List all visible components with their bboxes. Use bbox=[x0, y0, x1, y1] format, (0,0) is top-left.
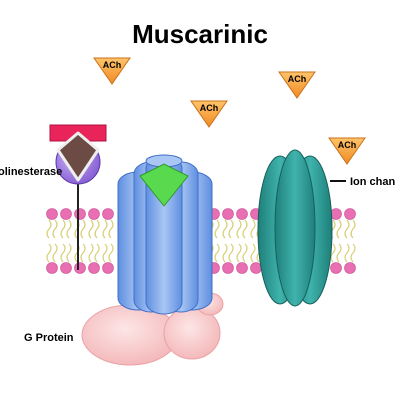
lipid-tail bbox=[344, 219, 350, 239]
lipid-tail bbox=[214, 243, 220, 263]
diagram-title: Muscarinic bbox=[132, 19, 268, 49]
lipid-tail bbox=[46, 243, 52, 263]
svg-text:ACh: ACh bbox=[288, 74, 307, 84]
muscarinic-receptor bbox=[117, 154, 213, 315]
lipid-tail bbox=[250, 219, 256, 239]
lipid-tail bbox=[88, 243, 94, 263]
g-protein-label: G Protein bbox=[24, 332, 74, 344]
lipid-tail bbox=[336, 219, 342, 239]
lipid-head bbox=[250, 262, 262, 274]
ion-channel bbox=[257, 149, 346, 307]
lipid-head bbox=[60, 262, 72, 274]
receptor-binding-site bbox=[139, 163, 189, 207]
lipid-head bbox=[222, 208, 234, 220]
lipid-tail bbox=[350, 243, 356, 263]
lipid-tail bbox=[60, 243, 66, 263]
lipid-tail bbox=[66, 243, 72, 263]
lipid-tail bbox=[80, 219, 86, 239]
lipid-tail bbox=[52, 219, 58, 239]
lipid-tail bbox=[228, 219, 234, 239]
lipid-tail bbox=[80, 243, 86, 263]
svg-text:ACh: ACh bbox=[103, 60, 122, 70]
lipid-head bbox=[330, 262, 342, 274]
lipid-head bbox=[74, 262, 86, 274]
lipid-tail bbox=[236, 219, 242, 239]
lipid-head bbox=[88, 262, 100, 274]
lipid-tail bbox=[108, 219, 114, 239]
lipid-tail bbox=[46, 219, 52, 239]
lipid-tail bbox=[94, 219, 100, 239]
g-protein bbox=[81, 292, 224, 366]
svg-text:ACh: ACh bbox=[338, 140, 357, 150]
ion-channel-label: Ion chan bbox=[350, 176, 396, 188]
lipid-tail bbox=[336, 243, 342, 263]
cholinesterase-label: olinesterase bbox=[0, 166, 62, 178]
lipid-tail bbox=[242, 243, 248, 263]
lipid-tail bbox=[52, 243, 58, 263]
lipid-tail bbox=[228, 243, 234, 263]
lipid-head bbox=[222, 262, 234, 274]
lipid-tail bbox=[350, 219, 356, 239]
lipid-head bbox=[102, 208, 114, 220]
lipid-tail bbox=[222, 243, 228, 263]
lipid-head bbox=[46, 262, 58, 274]
ach-molecule: ACh bbox=[278, 71, 316, 99]
lipid-tail bbox=[94, 243, 100, 263]
lipid-tail bbox=[330, 243, 336, 263]
lipid-tail bbox=[222, 219, 228, 239]
lipid-head bbox=[46, 208, 58, 220]
lipid-tail bbox=[344, 243, 350, 263]
lipid-tail bbox=[236, 243, 242, 263]
lipid-tail bbox=[102, 219, 108, 239]
svg-text:ACh: ACh bbox=[200, 103, 219, 113]
lipid-tail bbox=[66, 219, 72, 239]
lipid-tail bbox=[88, 219, 94, 239]
lipid-tail bbox=[214, 219, 220, 239]
lipid-head bbox=[60, 208, 72, 220]
ach-molecule: ACh bbox=[93, 57, 131, 85]
lipid-tail bbox=[250, 243, 256, 263]
lipid-head bbox=[344, 262, 356, 274]
ach-molecule: ACh bbox=[190, 100, 228, 128]
lipid-tail bbox=[242, 219, 248, 239]
lipid-head bbox=[236, 262, 248, 274]
lipid-tail bbox=[108, 243, 114, 263]
ach-molecule: ACh bbox=[328, 137, 366, 165]
lipid-head bbox=[344, 208, 356, 220]
lipid-head bbox=[102, 262, 114, 274]
lipid-head bbox=[74, 208, 86, 220]
lipid-tail bbox=[102, 243, 108, 263]
lipid-head bbox=[236, 208, 248, 220]
lipid-head bbox=[88, 208, 100, 220]
enzyme-active-site bbox=[56, 131, 100, 182]
cholinesterase-enzyme bbox=[49, 124, 107, 270]
lipid-tail bbox=[60, 219, 66, 239]
